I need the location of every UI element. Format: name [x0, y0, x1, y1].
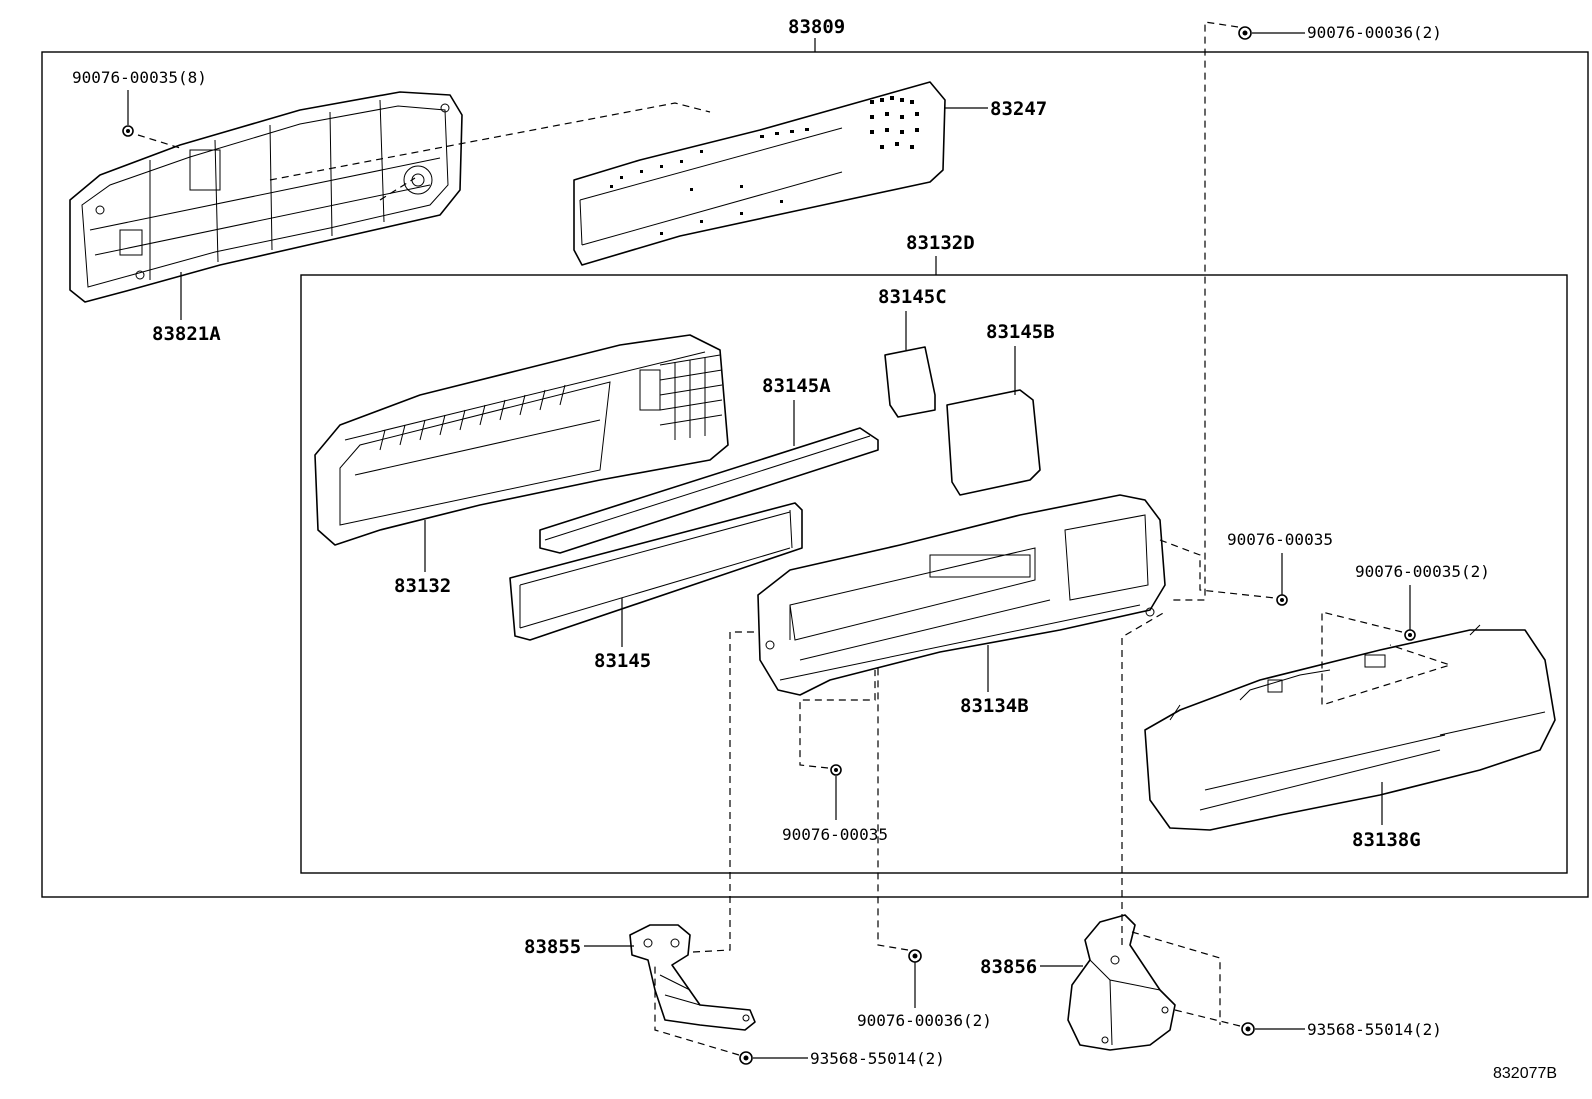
part-83247-circuit-board: [573, 81, 946, 266]
label-83856: 83856: [980, 956, 1037, 978]
screw-top-right: [1238, 26, 1252, 40]
part-83855-bracket-left: [629, 924, 756, 1031]
label-83145C: 83145C: [878, 286, 947, 308]
label-screw-right-a: 90076-00035: [1227, 530, 1333, 549]
label-83132D: 83132D: [906, 232, 975, 254]
part-83132-meter-frame: [314, 334, 729, 546]
label-screw-bottom-left: 93568-55014(2): [810, 1049, 945, 1068]
screw-right-b: [1404, 629, 1416, 641]
sub-assembly-boundary: [300, 274, 1568, 874]
part-83134B-front-panel: [757, 494, 1166, 696]
label-83145: 83145: [594, 650, 651, 672]
part-83145-lower-lens: [509, 502, 803, 641]
screw-bottom-center: [908, 949, 922, 963]
screw-bottom-right: [1241, 1022, 1255, 1036]
label-83247: 83247: [990, 98, 1047, 120]
label-screw-top-right: 90076-00036(2): [1307, 23, 1442, 42]
part-83856-bracket-right: [1067, 914, 1176, 1051]
part-83145C-small-plate: [884, 346, 936, 418]
part-83821A-rear-case: [69, 91, 463, 303]
screw-top-left: [122, 125, 134, 137]
label-screw-right-b: 90076-00035(2): [1355, 562, 1490, 581]
screw-center: [830, 764, 842, 776]
label-screw-center: 90076-00035: [782, 825, 888, 844]
label-83134B: 83134B: [960, 695, 1029, 717]
label-screw-bottom-center: 90076-00036(2): [857, 1011, 992, 1030]
diagram-id: 832077B: [1493, 1065, 1557, 1082]
screw-right-a: [1276, 594, 1288, 606]
label-83809: 83809: [788, 16, 845, 38]
label-screw-bottom-right: 93568-55014(2): [1307, 1020, 1442, 1039]
label-screw-top-left: 90076-00035(8): [72, 68, 207, 87]
part-83145B-square-plate: [946, 389, 1041, 496]
label-83821A: 83821A: [152, 323, 221, 345]
label-83145A: 83145A: [762, 375, 831, 397]
label-83145B: 83145B: [986, 321, 1055, 343]
label-83132: 83132: [394, 575, 451, 597]
screw-bottom-left: [739, 1051, 753, 1065]
part-83145A-lens-strip: [539, 427, 879, 554]
label-83855: 83855: [524, 936, 581, 958]
part-83138G-cover: [1144, 624, 1556, 831]
label-83138G: 83138G: [1352, 829, 1421, 851]
